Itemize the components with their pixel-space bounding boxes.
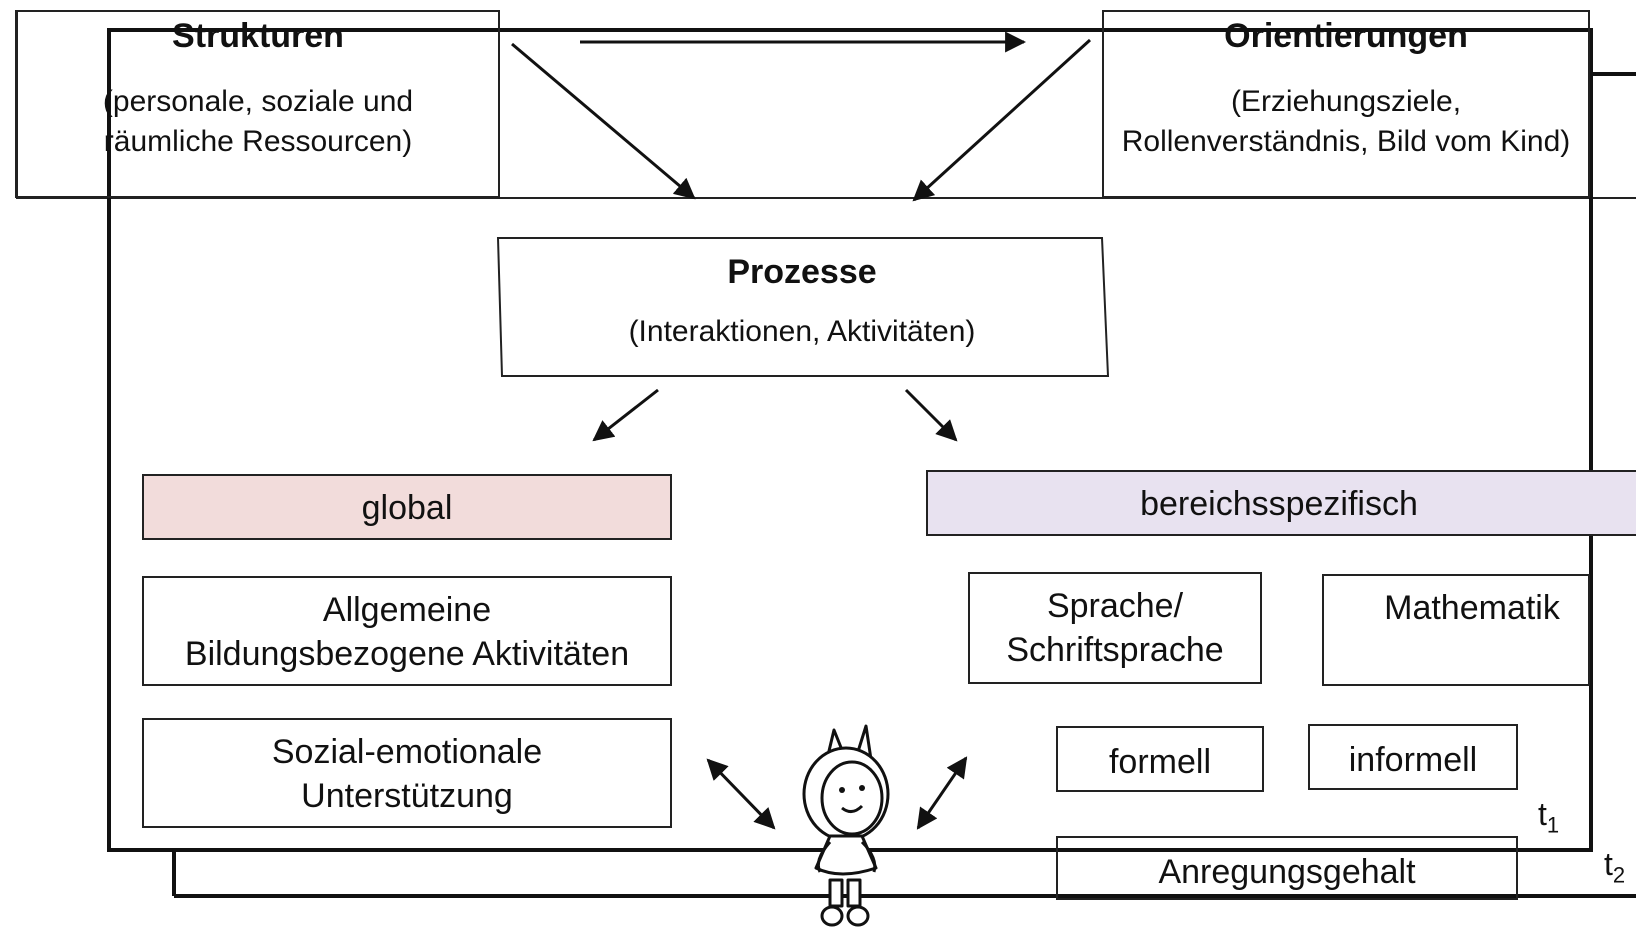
orientations-box <box>1102 10 1590 198</box>
language-line2: Schriftsprache <box>1006 631 1224 669</box>
general-activities-line2: Bildungsbezogene Aktivitäten <box>184 635 630 673</box>
processes-box <box>496 237 1110 377</box>
structures-box <box>16 10 500 198</box>
orientations-desc-line1: (Erziehungsziele, <box>1230 85 1462 118</box>
language-line1: Sprache/ <box>1046 587 1184 625</box>
processes-title: Prozesse <box>727 253 877 291</box>
socio-emotional-box <box>142 718 672 828</box>
arrow-processes-to-global <box>592 388 659 442</box>
math-box <box>1322 574 1590 686</box>
informal-box <box>1308 724 1518 790</box>
global-box <box>142 474 672 540</box>
domain-specific-box <box>926 470 1636 536</box>
time-label-t2: t2 <box>1604 846 1625 888</box>
arrow-socio-to-child <box>706 758 776 830</box>
time-label-t1: t1 <box>1538 796 1559 838</box>
language-box <box>968 572 1262 684</box>
arrow-structures-to-processes <box>511 42 696 200</box>
orientations-desc-line2: Rollenverständnis, Bild vom Kind) <box>1121 125 1571 158</box>
formal-box <box>1056 726 1264 792</box>
informal-label: informell <box>1348 741 1478 779</box>
arrow-domain-to-child <box>916 756 968 830</box>
processes-desc: (Interaktionen, Aktivitäten) <box>628 315 976 348</box>
time-label-t2-base: t <box>1604 846 1613 882</box>
orientations-title: Orientierungen <box>1224 17 1468 55</box>
global-label: global <box>361 489 453 527</box>
stimulation-label: Anregungsgehalt <box>1158 853 1416 891</box>
time-label-t1-base: t <box>1538 796 1547 832</box>
formal-label: formell <box>1108 743 1212 781</box>
general-activities-line1: Allgemeine <box>322 591 492 629</box>
arrow-orientations-to-processes <box>912 38 1092 202</box>
structures-desc-line1: (personale, soziale und <box>102 85 414 118</box>
stimulation-box <box>1056 836 1518 900</box>
socio-emotional-line1: Sozial-emotionale <box>271 733 543 771</box>
structures-desc-line2: räumliche Ressourcen) <box>103 125 413 158</box>
general-activities-box <box>142 576 672 686</box>
arrow-processes-to-domain <box>904 388 958 442</box>
time-label-t1-sub: 1 <box>1546 812 1560 838</box>
math-label: Mathematik <box>1384 589 1560 627</box>
time-label-t2-sub: 2 <box>1612 862 1626 888</box>
socio-emotional-line2: Unterstützung <box>301 777 513 815</box>
domain-specific-label: bereichsspezifisch <box>1140 485 1418 523</box>
structures-title: Strukturen <box>172 17 344 55</box>
